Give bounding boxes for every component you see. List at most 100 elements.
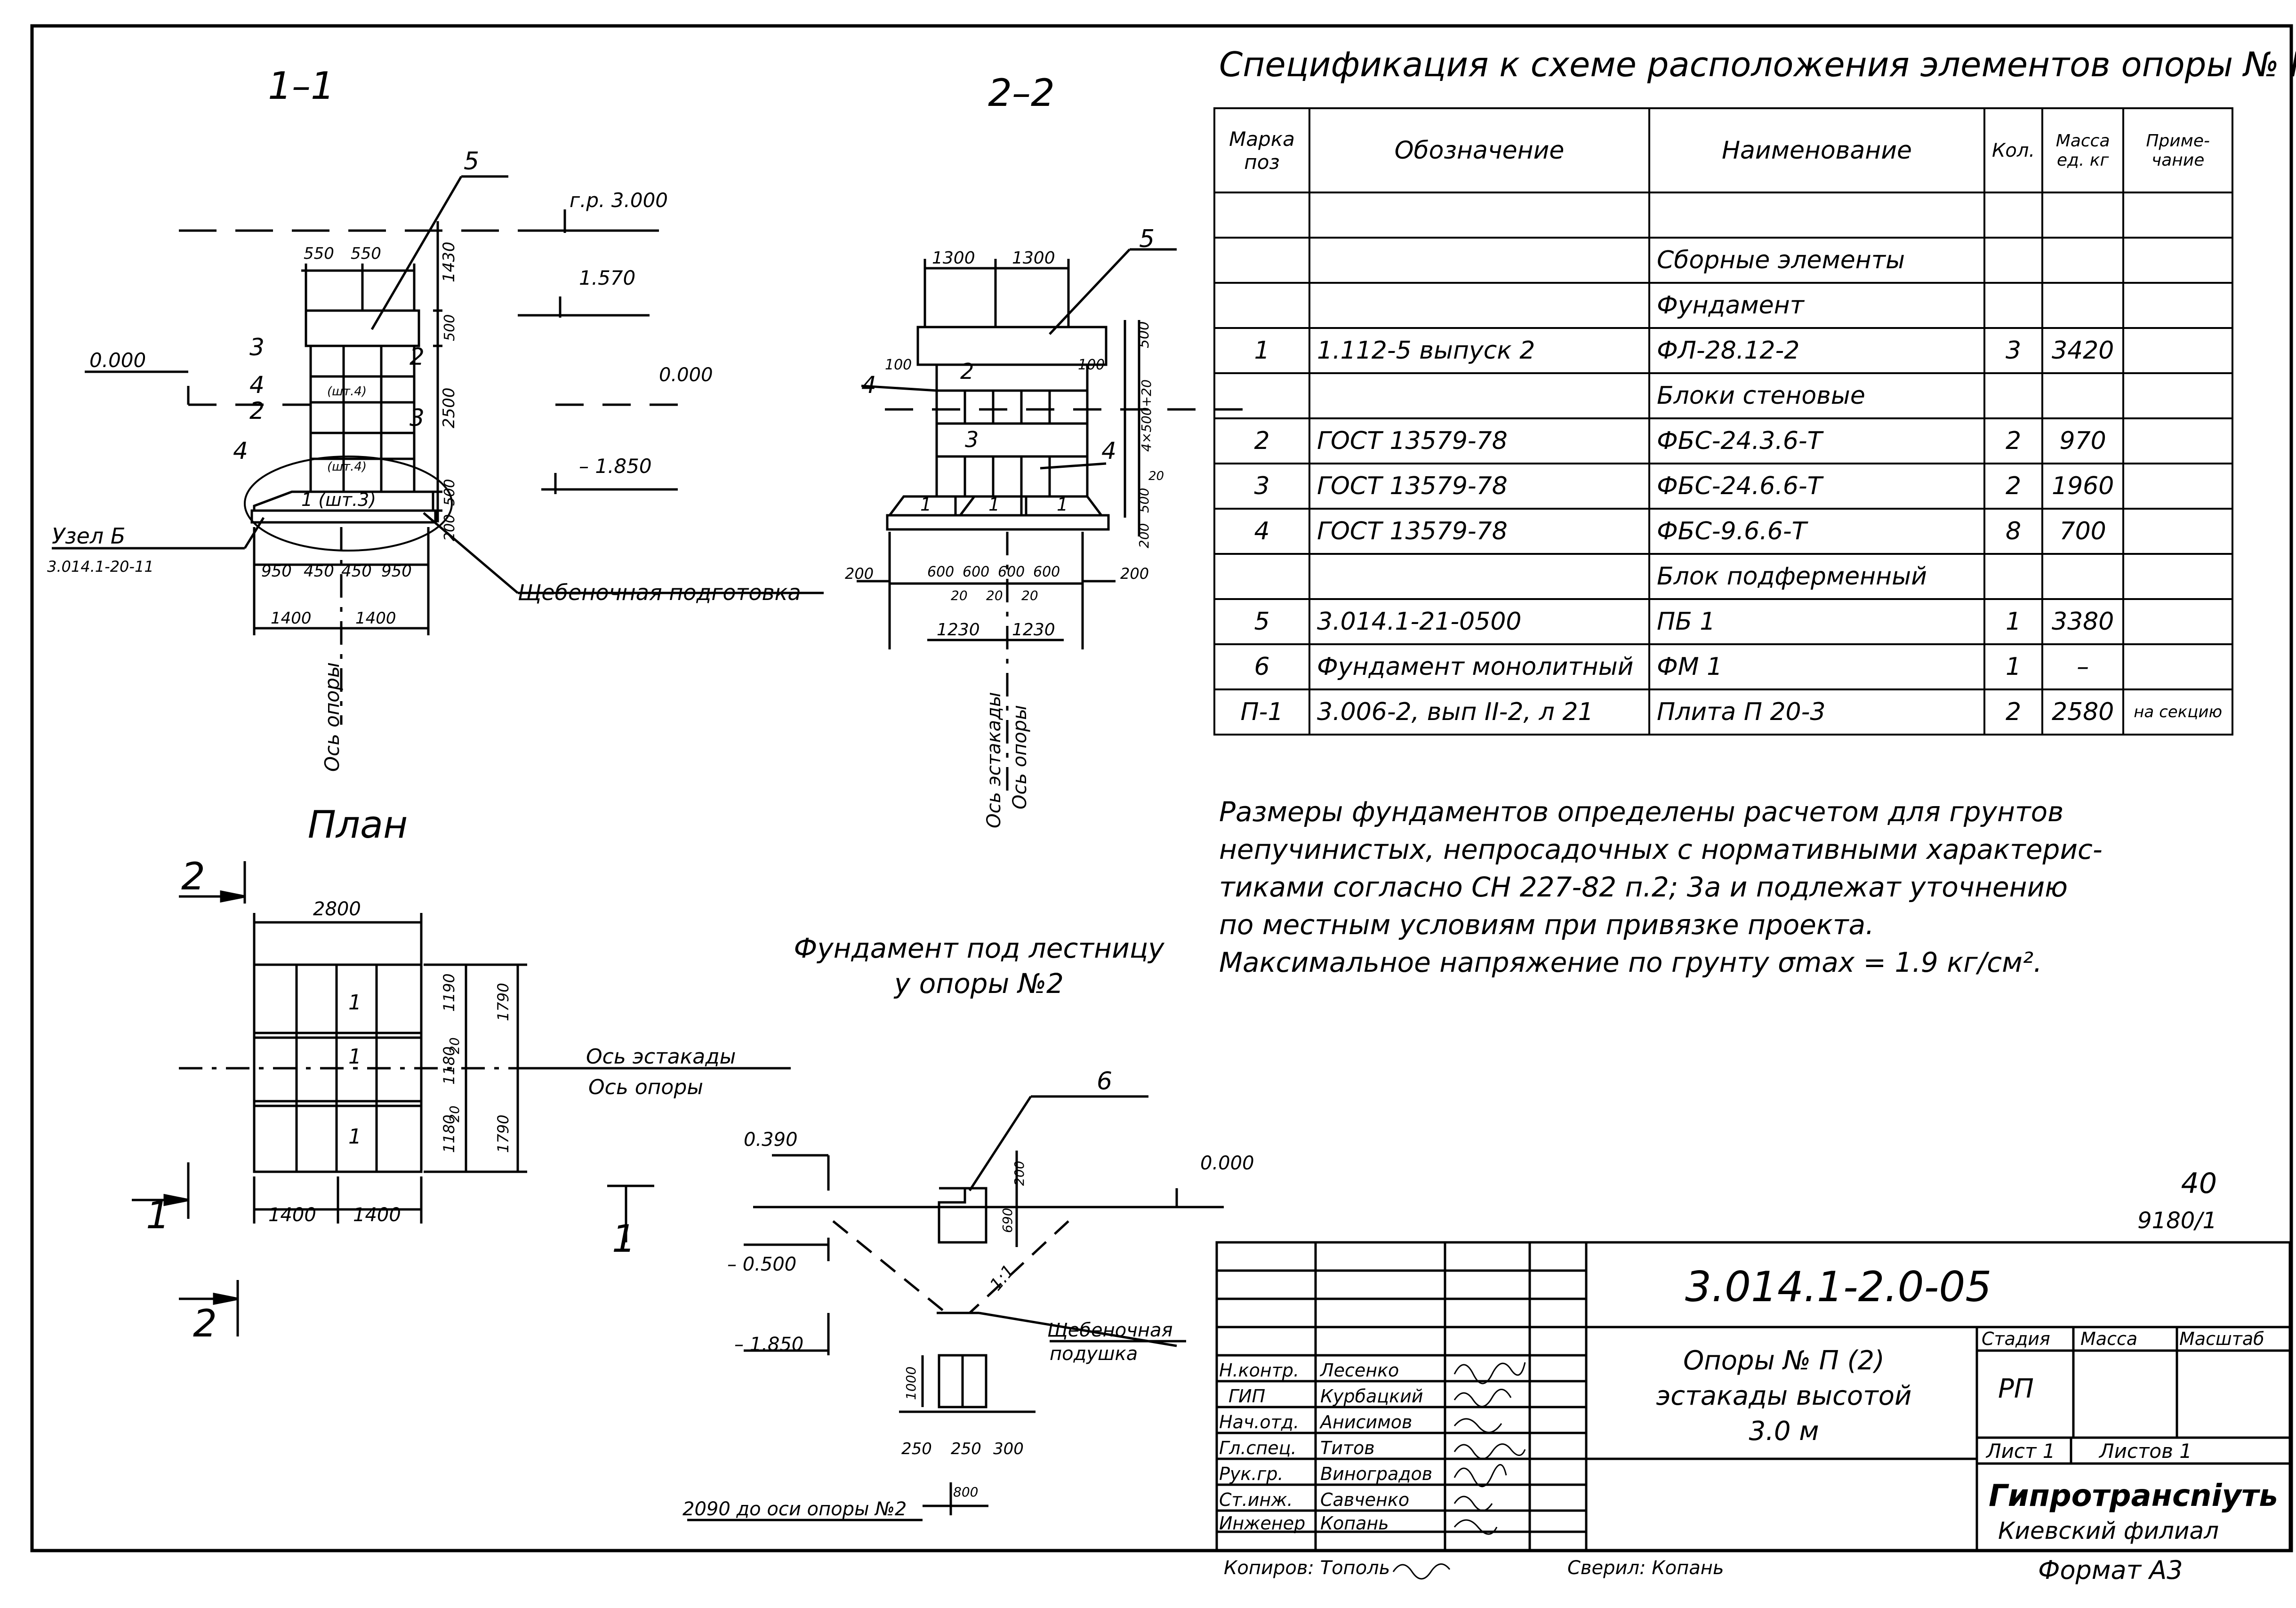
table-cell	[1309, 553, 1650, 600]
svg-text:1400: 1400	[353, 1204, 401, 1226]
table-cell: 1	[1983, 643, 2044, 690]
table-cell	[2122, 192, 2234, 239]
svg-text:1: 1	[348, 1125, 361, 1149]
table-cell: 5	[1213, 598, 1310, 645]
table-cell	[2122, 282, 2234, 329]
svg-text:0.390: 0.390	[744, 1129, 798, 1151]
table-cell	[1213, 372, 1310, 419]
sheet-frame	[30, 24, 2293, 1552]
foundation-slabs-row	[886, 514, 1110, 531]
svg-text:Лесенко: Лесенко	[1319, 1360, 1399, 1381]
svg-text:450: 450	[341, 562, 372, 581]
svg-text:4: 4	[1101, 437, 1116, 464]
svg-text:Рук.гр.: Рук.гр.	[1219, 1464, 1284, 1484]
table-cell	[1213, 282, 1310, 329]
svg-text:2500: 2500	[440, 387, 458, 428]
drawing-desc-3: 3.0 м	[1749, 1416, 1819, 1447]
svg-text:800: 800	[953, 1484, 978, 1500]
table-cell: Сборные элементы	[1648, 237, 1985, 284]
svg-text:4: 4	[861, 371, 876, 399]
svg-text:550: 550	[304, 244, 334, 263]
table-cell	[2122, 508, 2234, 555]
svg-text:Виноградов: Виноградов	[1320, 1464, 1432, 1484]
table-cell: 6	[1213, 643, 1310, 690]
sheet-value: Лист 1	[1985, 1440, 2055, 1463]
table-cell	[1309, 237, 1650, 284]
svg-text:500: 500	[442, 479, 458, 506]
svg-text:1400: 1400	[271, 609, 312, 628]
table-row: Фундамент	[1213, 282, 2234, 329]
svg-text:подушка: подушка	[1050, 1343, 1138, 1365]
col-header-designation: Обозначение	[1309, 107, 1650, 193]
table-cell: 3	[1213, 463, 1310, 510]
table-cell	[1309, 372, 1650, 419]
svg-text:600: 600	[927, 564, 954, 580]
table-cell	[2041, 282, 2125, 329]
svg-text:200: 200	[1012, 1161, 1027, 1186]
svg-text:200: 200	[845, 565, 874, 583]
table-cell: 2	[1983, 417, 2044, 464]
svg-text:4: 4	[233, 437, 248, 464]
svg-text:5: 5	[1139, 225, 1155, 253]
svg-text:500: 500	[1136, 488, 1152, 513]
section-1-1	[52, 175, 824, 725]
table-cell: ФБС-24.6.6-Т	[1648, 463, 1985, 510]
table-cell	[1213, 192, 1310, 239]
svg-text:1 (шт.3): 1 (шт.3)	[301, 489, 376, 510]
table-cell	[1213, 237, 1310, 284]
drawing-code: 3.014.1-2.0-05	[1685, 1263, 1991, 1311]
table-cell	[1983, 192, 2044, 239]
svg-text:1: 1	[348, 991, 361, 1015]
table-cell: 4	[1213, 508, 1310, 555]
svg-text:Ст.инж.: Ст.инж.	[1219, 1489, 1293, 1510]
table-cell: Блоки стеновые	[1648, 372, 1985, 419]
format: Формат А3	[2038, 1555, 2183, 1585]
table-cell: ФМ 1	[1648, 643, 1985, 690]
svg-text:1: 1	[348, 1045, 361, 1069]
node-b-circle	[244, 456, 453, 552]
table-cell: ФБС-9.6.6-Т	[1648, 508, 1985, 555]
table-row: Блок подферменный	[1213, 553, 2234, 600]
svg-text:1430: 1430	[440, 241, 458, 282]
table-cell	[2122, 237, 2234, 284]
table-cell	[1309, 282, 1650, 329]
table-cell: 1	[1983, 598, 2044, 645]
svg-text:Ось эстакады: Ось эстакады	[983, 692, 1005, 828]
svg-text:– 1.850: – 1.850	[734, 1334, 803, 1355]
svg-text:20: 20	[447, 1037, 462, 1054]
signatures	[1392, 1362, 1526, 1580]
table-cell	[2122, 598, 2234, 645]
svg-text:600: 600	[998, 564, 1025, 580]
svg-text:1400: 1400	[355, 609, 396, 628]
svg-text:Узел Б: Узел Б	[52, 523, 125, 549]
table-cell	[2041, 237, 2125, 284]
note-line: Размеры фундаментов определены расчетом …	[1219, 796, 2064, 828]
table-cell	[2122, 463, 2234, 510]
gravel-layer	[250, 509, 437, 524]
col-header-qty: Кол.	[1983, 107, 2044, 193]
svg-text:(шт.4): (шт.4)	[327, 460, 367, 474]
table-cell: ГОСТ 13579-78	[1309, 508, 1650, 555]
svg-text:500: 500	[1136, 321, 1152, 348]
note-line: по местным условиям при привязке проекта…	[1219, 909, 1874, 941]
table-row	[1213, 192, 2234, 239]
table-cell: ГОСТ 13579-78	[1309, 417, 1650, 464]
note-line: непучинистых, непросадочных с нормативны…	[1219, 833, 2103, 865]
table-cell: 3.006-2, вып II-2, л 21	[1309, 688, 1650, 736]
scale-header: Масштаб	[2179, 1328, 2264, 1349]
svg-text:Ось опоры: Ось опоры	[588, 1075, 703, 1099]
table-cell: ФБС-24.3.6-Т	[1648, 417, 1985, 464]
table-cell: 3380	[2041, 598, 2125, 645]
stair-labels: 6 0.390 0.000 200 690 – 0.500 1:1 Щебено…	[682, 1067, 1254, 1520]
svg-text:Щебеночная подготовка: Щебеночная подготовка	[518, 580, 801, 605]
organization: Гипротрансniуть	[1989, 1479, 2278, 1513]
svg-text:Анисимов: Анисимов	[1319, 1412, 1412, 1432]
stair-title-1: Фундамент под лестницу	[794, 932, 1164, 964]
svg-text:5: 5	[464, 147, 479, 176]
svg-text:Ось эстакады: Ось эстакады	[586, 1045, 736, 1069]
table-cell: ФЛ-28.12-2	[1648, 327, 1985, 374]
svg-text:20: 20	[447, 1105, 462, 1122]
section-2-2-labels: 5 1300 1300 500 100 2 100 0.000 4 4×500+…	[659, 225, 1164, 828]
svg-text:950: 950	[261, 562, 292, 581]
